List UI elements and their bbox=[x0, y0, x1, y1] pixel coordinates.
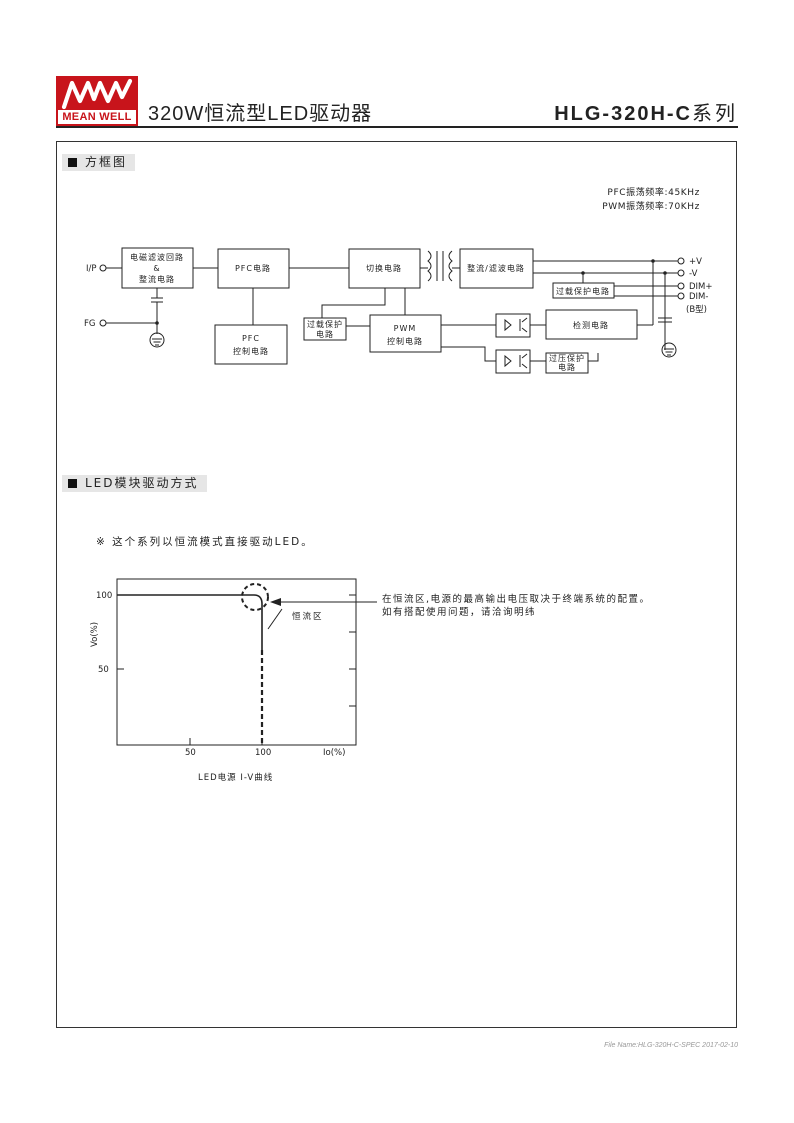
pfc-control-block bbox=[214, 324, 288, 365]
fg-terminal: FG bbox=[84, 319, 95, 329]
ovp-block bbox=[545, 352, 589, 374]
region-label: 恒流区 bbox=[292, 611, 324, 622]
square-bullet-icon bbox=[68, 479, 77, 488]
file-name-footer: File Name:HLG-320H-C-SPEC 2017-02-10 bbox=[604, 1042, 738, 1049]
description-line-2: 如有搭配使用问题，请洽询明纬 bbox=[382, 607, 537, 618]
arrow-head-icon bbox=[270, 598, 281, 606]
dimminus-terminal: DIM- bbox=[689, 292, 708, 302]
ip-terminal: I/P bbox=[86, 264, 97, 274]
content-frame bbox=[56, 141, 737, 1028]
overload-block bbox=[303, 317, 347, 341]
optocoupler-1 bbox=[495, 313, 531, 338]
pwm-label-1: PWM bbox=[394, 324, 417, 333]
section-led-drive: LED模块驱动方式 bbox=[62, 475, 207, 492]
vminus-terminal: -V bbox=[689, 269, 698, 279]
knee-highlight bbox=[241, 583, 269, 611]
switching-label: 切换电路 bbox=[366, 263, 402, 273]
x-tick-50: 50 bbox=[185, 748, 196, 758]
mw-logo-mark bbox=[61, 78, 133, 110]
chart-frame bbox=[116, 578, 357, 746]
pfc-frequency: PFC振荡频率:45KHz bbox=[607, 188, 700, 198]
detection-label: 检测电路 bbox=[573, 320, 609, 330]
section-title: 方框图 bbox=[85, 155, 128, 169]
block-diagram: I/P FG +V -V DIM+ DIM- (B型) 电磁滤波回路 & 整流电… bbox=[84, 247, 713, 374]
overload-label-2: 电路 bbox=[316, 329, 334, 339]
emi-label-3: 整流电路 bbox=[139, 274, 175, 284]
document-title: 320W恒流型LED驱动器 bbox=[148, 103, 373, 125]
pwm-frequency: PWM振荡频率:70KHz bbox=[602, 202, 700, 212]
iv-curve bbox=[117, 594, 263, 650]
mean-well-logo: MEAN WELL bbox=[56, 76, 138, 126]
logo-text: MEAN WELL bbox=[58, 110, 136, 124]
section-title: LED模块驱动方式 bbox=[85, 476, 199, 490]
dimplus-terminal: DIM+ bbox=[689, 282, 713, 292]
constant-current-note: ※ 这个系列以恒流模式直接驱动LED。 bbox=[96, 536, 314, 548]
chart-caption: LED电源 I-V曲线 bbox=[198, 772, 273, 783]
b-type-label: (B型) bbox=[686, 305, 707, 315]
pwm-label-2: 控制电路 bbox=[387, 336, 423, 346]
y-tick-100: 100 bbox=[96, 591, 112, 601]
series-suffix: 系列 bbox=[692, 103, 738, 125]
iv-curve-chart: 100 50 50 100 Io(%) Vo(%) 恒流区 LED电源 I-V曲… bbox=[90, 578, 377, 783]
optocoupler-2 bbox=[495, 349, 531, 374]
y-tick-50: 50 bbox=[98, 665, 109, 675]
overload-out-label: 过载保护电路 bbox=[556, 286, 610, 296]
pfc-control-label-1: PFC bbox=[242, 334, 260, 343]
x-axis-label: Io(%) bbox=[323, 748, 345, 758]
pfc-control-label-2: 控制电路 bbox=[233, 346, 269, 356]
section-block-diagram: 方框图 bbox=[62, 154, 136, 171]
rectifier-label: 整流/滤波电路 bbox=[467, 263, 525, 273]
ovp-label-2: 电路 bbox=[558, 362, 576, 372]
emi-label-1: 电磁滤波回路 bbox=[130, 252, 184, 262]
emi-label-2: & bbox=[153, 264, 160, 273]
square-bullet-icon bbox=[68, 158, 77, 167]
ovp-label-1: 过压保护 bbox=[549, 353, 585, 363]
pfc-label: PFC电路 bbox=[235, 263, 271, 273]
x-tick-100: 100 bbox=[255, 748, 271, 758]
pwm-block bbox=[369, 314, 442, 353]
description-line-1: 在恒流区,电源的最高输出电压取决于终端系统的配置。 bbox=[382, 594, 651, 605]
series-model: HLG-320H-C bbox=[554, 103, 692, 125]
overload-label-1: 过载保护 bbox=[307, 319, 343, 329]
header-rule bbox=[56, 126, 738, 128]
series-title: HLG-320H-C系列 bbox=[554, 97, 738, 126]
vplus-terminal: +V bbox=[689, 257, 702, 267]
y-axis-label: Vo(%) bbox=[90, 622, 100, 647]
